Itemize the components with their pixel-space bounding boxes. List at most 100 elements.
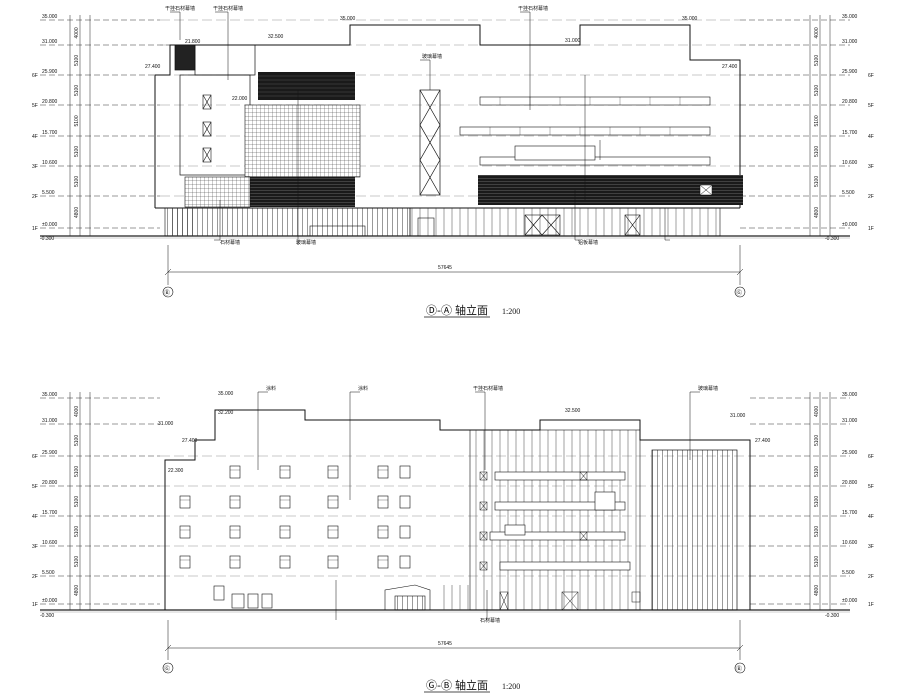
upper-callout: 玻璃幕墙 <box>422 53 442 60</box>
lower-ground-label: -0.300 <box>40 613 54 619</box>
lower-punched-windows <box>179 465 411 609</box>
upper-stair-tower <box>419 89 441 196</box>
upper-spot-level: 35.000 <box>340 16 356 22</box>
upper-callout: 石材幕墙 <box>220 239 240 246</box>
lower-level-labels-left: ±0.0005.50010.60015.70020.80025.90031.00… <box>42 392 58 604</box>
upper-ground-label: -0.300 <box>40 236 54 242</box>
l-floor-tag-right: 4F <box>868 514 874 520</box>
upper-title-scale: 1:200 <box>502 307 520 316</box>
lower-callout: 涂料 <box>266 385 276 392</box>
l-floor-tag-left: 2F <box>32 574 38 580</box>
l-seg-dim-right: 4000 <box>814 406 820 417</box>
upper-spot-level: 22.000 <box>232 96 248 102</box>
upper-leader-lines <box>170 11 670 245</box>
u-level-label-right: ±0.000 <box>842 222 857 228</box>
l-seg-dim-right: 5100 <box>814 526 820 537</box>
upper-dark-band <box>258 72 355 100</box>
l-floor-tag-right: 3F <box>868 544 874 550</box>
l-level-label-left: 5.500 <box>42 570 55 576</box>
l-floor-tag-left: 3F <box>32 544 38 550</box>
lower-entrance <box>384 584 431 611</box>
u-floor-tag-right: 5F <box>868 103 874 109</box>
u-level-label-left: 10.600 <box>42 160 58 166</box>
upper-storefront <box>164 207 721 237</box>
upper-elevation <box>40 11 850 298</box>
u-floor-tag-right: 2F <box>868 194 874 200</box>
upper-callout: 干挂石材幕墙 <box>213 5 243 12</box>
l-floor-tag-left: 1F <box>32 602 38 608</box>
upper-left-level-lines <box>40 19 180 229</box>
upper-spot-levels: 21.80032.50035.00027.40022.00031.00035.0… <box>145 16 738 102</box>
u-seg-dim-right: 5100 <box>814 146 820 157</box>
lower-spot-level: 35.000 <box>218 391 234 397</box>
u-level-label-right: 15.700 <box>842 130 858 136</box>
u-floor-tag-right: 1F <box>868 226 874 232</box>
upper-level-labels-left: ±0.0005.50010.60015.70020.80025.90031.00… <box>42 14 58 228</box>
u-seg-dim-left: 4000 <box>74 27 80 38</box>
u-seg-dim-right: 5100 <box>814 55 820 66</box>
u-seg-dim-right: 4800 <box>814 207 820 218</box>
l-seg-dim-left: 4800 <box>74 585 80 596</box>
u-floor-tag-left: 4F <box>32 134 38 140</box>
lower-spot-level: 27.400 <box>755 438 771 444</box>
u-level-label-right: 20.800 <box>842 99 858 105</box>
u-seg-dim-right: 5100 <box>814 176 820 187</box>
l-floor-tag-left: 6F <box>32 454 38 460</box>
u-level-label-left: 5.500 <box>42 190 55 196</box>
l-seg-dim-left: 5100 <box>74 466 80 477</box>
l-seg-dim-right: 5100 <box>814 556 820 567</box>
l-level-label-right: ±0.000 <box>842 598 857 604</box>
upper-callouts: 干挂石材幕墙干挂石材幕墙干挂石材幕墙玻璃幕墙石材幕墙玻璃幕墙铝板幕墙 <box>165 5 598 246</box>
u-floor-tag-left: 1F <box>32 226 38 232</box>
u-level-label-right: 31.000 <box>842 39 858 45</box>
l-seg-dim-right: 4800 <box>814 585 820 596</box>
lower-title-text: 轴立面 <box>455 678 488 692</box>
u-seg-dim-left: 4800 <box>74 207 80 218</box>
lower-labels: Ⓖ Ⓑ 57645 Ⓖ-Ⓑ 轴立面 1:200 -0.300 -0.300 <box>40 613 839 693</box>
u-level-label-right: 35.000 <box>842 14 858 20</box>
u-floor-tag-left: 5F <box>32 103 38 109</box>
lower-right-level-lines <box>750 397 850 605</box>
lower-leader-lines <box>257 391 700 620</box>
u-seg-dim-left: 5100 <box>74 146 80 157</box>
lower-spot-level: 31.000 <box>158 421 174 427</box>
upper-axis-right: Ⓖ <box>736 289 742 297</box>
lower-title-axes: Ⓖ-Ⓑ <box>426 679 452 692</box>
u-level-label-right: 10.600 <box>842 160 858 166</box>
upper-spot-level: 27.400 <box>145 64 161 70</box>
u-floor-tag-right: 3F <box>868 164 874 170</box>
upper-dark-band-right <box>478 175 743 205</box>
l-floor-tag-right: 2F <box>868 574 874 580</box>
l-level-label-left: 10.600 <box>42 540 58 546</box>
u-floor-tag-left: 6F <box>32 73 38 79</box>
lower-left-level-lines <box>40 397 160 605</box>
u-floor-tag-right: 6F <box>868 73 874 79</box>
upper-total-dim-text: 57645 <box>438 265 452 271</box>
lower-spot-level: 27.400 <box>182 438 198 444</box>
u-level-label-right: 5.500 <box>842 190 855 196</box>
lower-axis-right: Ⓑ <box>736 665 742 673</box>
upper-left-tower <box>174 44 256 176</box>
l-seg-dim-left: 4000 <box>74 406 80 417</box>
l-level-label-right: 10.600 <box>842 540 858 546</box>
u-floor-tag-left: 2F <box>32 194 38 200</box>
upper-title-text: 轴立面 <box>455 303 488 317</box>
u-level-label-left: 15.700 <box>42 130 58 136</box>
lower-spot-level: 22.300 <box>168 468 184 474</box>
l-level-label-right: 20.800 <box>842 480 858 486</box>
upper-spot-level: 31.000 <box>565 38 581 44</box>
upper-spot-level: 21.800 <box>185 39 201 45</box>
u-seg-dim-left: 5100 <box>74 85 80 96</box>
upper-callout: 铝板幕墙 <box>578 239 598 246</box>
upper-title-axes: Ⓓ-Ⓐ <box>426 304 452 317</box>
lower-dimension-chains <box>69 392 831 610</box>
lower-spot-levels: 35.00031.00032.20027.40022.30032.50031.0… <box>158 391 771 474</box>
upper-axis-left: Ⓑ <box>164 289 170 297</box>
l-level-label-left: 20.800 <box>42 480 58 486</box>
